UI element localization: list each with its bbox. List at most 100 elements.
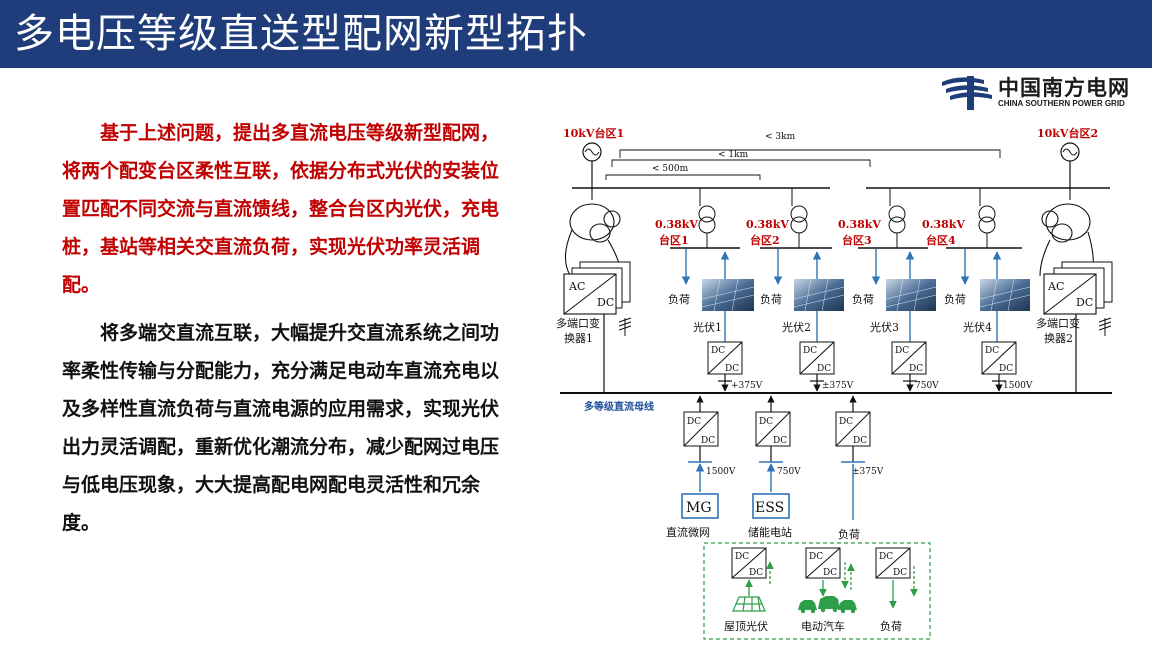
udc4-top: DC xyxy=(985,346,999,356)
converter-left-label-1: 多端口变 xyxy=(556,316,600,330)
green-arrows xyxy=(745,561,918,609)
converter-right-dc: DC xyxy=(1076,296,1093,309)
upper-voltage-1: +375V xyxy=(731,381,763,391)
ess-label: 储能电站 xyxy=(748,525,792,539)
lower-voltage-1: 1500V xyxy=(706,467,736,477)
load-label-1: 负荷 xyxy=(668,292,690,306)
area-right-label: 10kV台区2 xyxy=(1037,126,1098,140)
paragraph-1: 基于上述问题，提出多直流电压等级新型配网，将两个配变台区柔性互联，依据分布式光伏… xyxy=(62,114,502,304)
ess-box xyxy=(752,493,790,519)
substation-2 xyxy=(760,188,832,249)
pv-panel-1-icon xyxy=(701,278,755,312)
ess-text: ESS xyxy=(755,500,784,516)
lower-blue-lines xyxy=(688,461,865,520)
converter-left-label-2: 换器1 xyxy=(564,331,593,345)
lower-dcdc-boxes xyxy=(683,411,871,447)
substation-3 xyxy=(858,188,928,249)
ac-source-right-icon xyxy=(1060,142,1080,188)
converter-left xyxy=(563,261,631,315)
converter-right-label-1: 多端口变 xyxy=(1036,316,1080,330)
pv-label-3: 光伏3 xyxy=(870,320,899,334)
sub4-voltage: 0.38kV xyxy=(922,218,965,231)
area-left-label: 10kV台区1 xyxy=(563,126,624,140)
load-label-4: 负荷 xyxy=(944,292,966,306)
logo-english-name: CHINA SOUTHERN POWER GRID xyxy=(998,99,1125,108)
upper-voltage-4: 1500V xyxy=(1003,381,1033,391)
sub1-voltage: 0.38kV xyxy=(655,218,698,231)
gdc3-top: DC xyxy=(879,552,893,562)
distance-3km-label: < 3km xyxy=(765,132,796,142)
box-label-load: 负荷 xyxy=(880,619,902,633)
green-dcdc-boxes xyxy=(731,547,911,579)
lower-voltage-3: ±375V xyxy=(852,467,884,477)
upper-voltage-2: ±375V xyxy=(822,381,854,391)
ldc3-top: DC xyxy=(839,417,853,427)
udc2-top: DC xyxy=(803,346,817,356)
gdc1-top: DC xyxy=(735,552,749,562)
udc3-top: DC xyxy=(895,346,909,356)
box-label-rooftop-pv: 屋顶光伏 xyxy=(724,619,768,633)
ldc2-top: DC xyxy=(759,417,773,427)
ground-marks xyxy=(618,317,1112,336)
lower-bus-links xyxy=(696,395,857,412)
title-bar: 多电压等级直送型配网新型拓扑 xyxy=(0,0,1152,68)
sub1-name: 台区1 xyxy=(659,233,689,247)
pv-panel-2-icon xyxy=(793,278,845,312)
gdc2-top: DC xyxy=(809,552,823,562)
gdc2-bot: DC xyxy=(823,568,837,578)
page-title: 多电压等级直送型配网新型拓扑 xyxy=(14,11,588,57)
mg-box xyxy=(681,493,719,519)
mg-text: MG xyxy=(686,500,712,516)
ldc1-bot: DC xyxy=(701,436,715,446)
ldc2-bot: DC xyxy=(773,436,787,446)
udc1-top: DC xyxy=(711,346,725,356)
upper-voltage-3: 750V xyxy=(915,381,939,391)
pv-panel-4-icon xyxy=(979,278,1031,312)
pv-label-1: 光伏1 xyxy=(693,320,722,334)
pv-label-2: 光伏2 xyxy=(782,320,811,334)
lower-voltage-2: 750V xyxy=(777,467,801,477)
load-label-2: 负荷 xyxy=(760,292,782,306)
lower-dcdc-labels: DC DC DC DC DC DC xyxy=(687,417,867,446)
sub3-voltage: 0.38kV xyxy=(838,218,881,231)
sub4-name: 台区4 xyxy=(926,233,956,247)
dc-load-group xyxy=(703,542,931,640)
converter-left-ac: AC xyxy=(568,280,585,293)
sub3-name: 台区3 xyxy=(842,233,872,247)
dc-bus-label: 多等级直流母线 xyxy=(584,400,654,413)
upper-bus-links xyxy=(718,374,1006,392)
company-logo: 中国南方电网 CHINA SOUTHERN POWER GRID xyxy=(940,72,1152,112)
pv-label-4: 光伏4 xyxy=(963,320,992,334)
electric-car-icon xyxy=(798,596,857,614)
substation-1 xyxy=(670,188,740,249)
ldc3-bot: DC xyxy=(853,436,867,446)
load-label-3: 负荷 xyxy=(852,292,874,306)
distance-1km-label: < 1km xyxy=(718,150,749,160)
gdc1-bot: DC xyxy=(749,568,763,578)
converter-left-dc: DC xyxy=(597,296,614,309)
converter-right-ac: AC xyxy=(1047,280,1064,293)
rooftop-pv-icon xyxy=(732,596,766,612)
ldc1-top: DC xyxy=(687,417,701,427)
ac-source-left-icon xyxy=(582,142,602,188)
sub2-voltage: 0.38kV xyxy=(746,218,789,231)
udc2-bot: DC xyxy=(817,364,831,374)
sub2-name: 台区2 xyxy=(750,233,780,247)
upper-dcdc-labels: DC DC DC DC DC DC DC DC xyxy=(711,346,1013,374)
paragraph-2: 将多端交直流互联，大幅提升交直流系统之间功率柔性传输与分配能力，充分满足电动车直… xyxy=(62,314,502,542)
logo-chinese-name: 中国南方电网 xyxy=(998,76,1130,100)
udc1-bot: DC xyxy=(725,364,739,374)
upper-dcdc-boxes xyxy=(707,341,1017,375)
converter-right xyxy=(1043,261,1113,315)
udc3-bot: DC xyxy=(909,364,923,374)
green-dcdc-labels: DC DC DC DC DC DC xyxy=(735,552,907,578)
box-label-ev: 电动汽车 xyxy=(801,619,845,633)
topology-diagram: 10kV台区1 10kV台区2 < 3km < 1km < 500m xyxy=(556,126,1113,640)
paragraph-2-text: 将多端交直流互联，大幅提升交直流系统之间功率柔性传输与分配能力，充分满足电动车直… xyxy=(62,322,500,534)
paragraph-1-text: 基于上述问题，提出多直流电压等级新型配网，将两个配变台区柔性互联，依据分布式光伏… xyxy=(62,122,500,296)
udc4-bot: DC xyxy=(999,364,1013,374)
converter-right-label-2: 换器2 xyxy=(1044,331,1073,345)
gdc3-bot: DC xyxy=(893,568,907,578)
lower-branch-lines xyxy=(699,446,854,462)
bottom-load-label: 负荷 xyxy=(838,527,860,541)
